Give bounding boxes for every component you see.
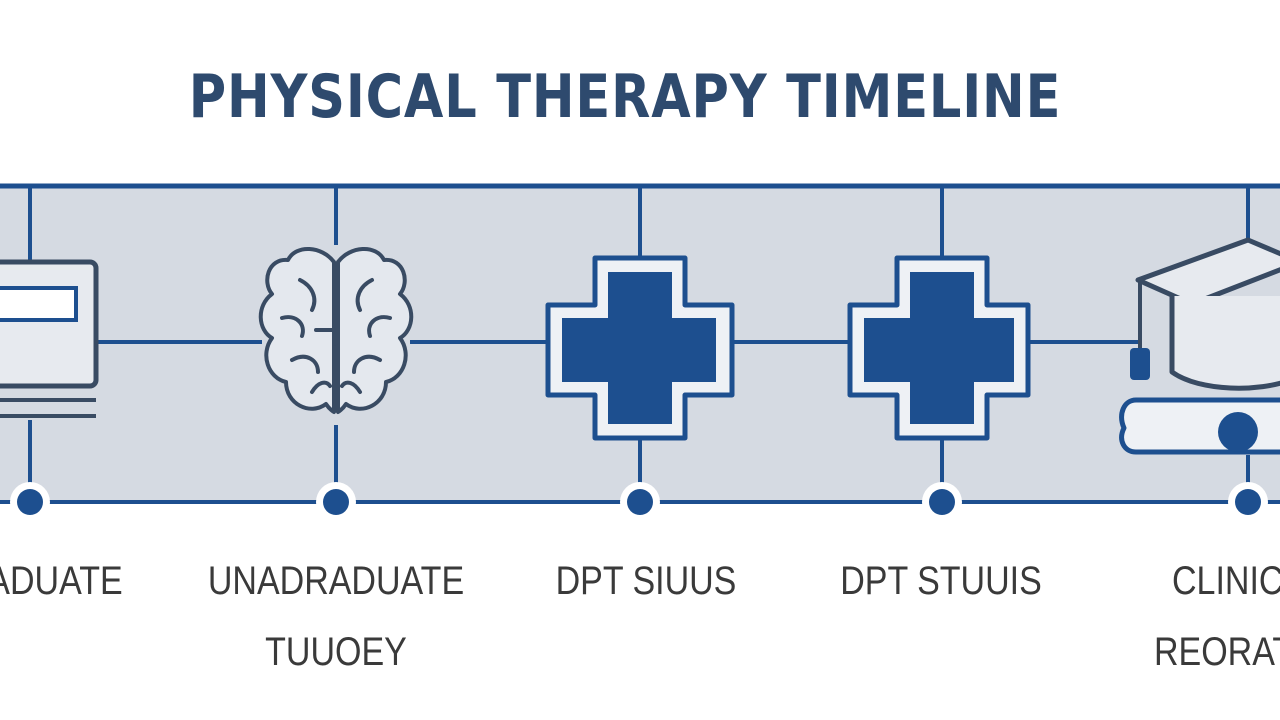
document-icon: [0, 259, 99, 418]
stage-2-label-line-2: TUUOEY: [265, 630, 407, 674]
timeline-node-1: [10, 482, 50, 522]
timeline-node-2: [316, 482, 356, 522]
page-title: PHYSICAL THERAPY TIMELINE: [188, 62, 1062, 132]
stage-1-label-line-1: ADUATE: [0, 559, 123, 603]
timeline-node-4: [922, 482, 962, 522]
stage-5-label-line-2: REORAT: [1154, 630, 1280, 674]
graduation-cap-diploma-icon: [1119, 237, 1280, 455]
medical-cross-icon: [545, 255, 735, 441]
stage-3-label-line-1: DPT SIUUS: [555, 559, 737, 603]
stage-4-label-line-1: DPT STUUIS: [840, 559, 1042, 603]
brain-icon: [258, 247, 414, 414]
stage-2-label-line-1: UNADRADUATE: [207, 559, 465, 603]
timeline-node-3: [620, 482, 660, 522]
medical-cross-icon: [847, 255, 1031, 441]
timeline-node-5: [1228, 482, 1268, 522]
stage-5-label-line-1: CLINIC: [1172, 559, 1280, 603]
